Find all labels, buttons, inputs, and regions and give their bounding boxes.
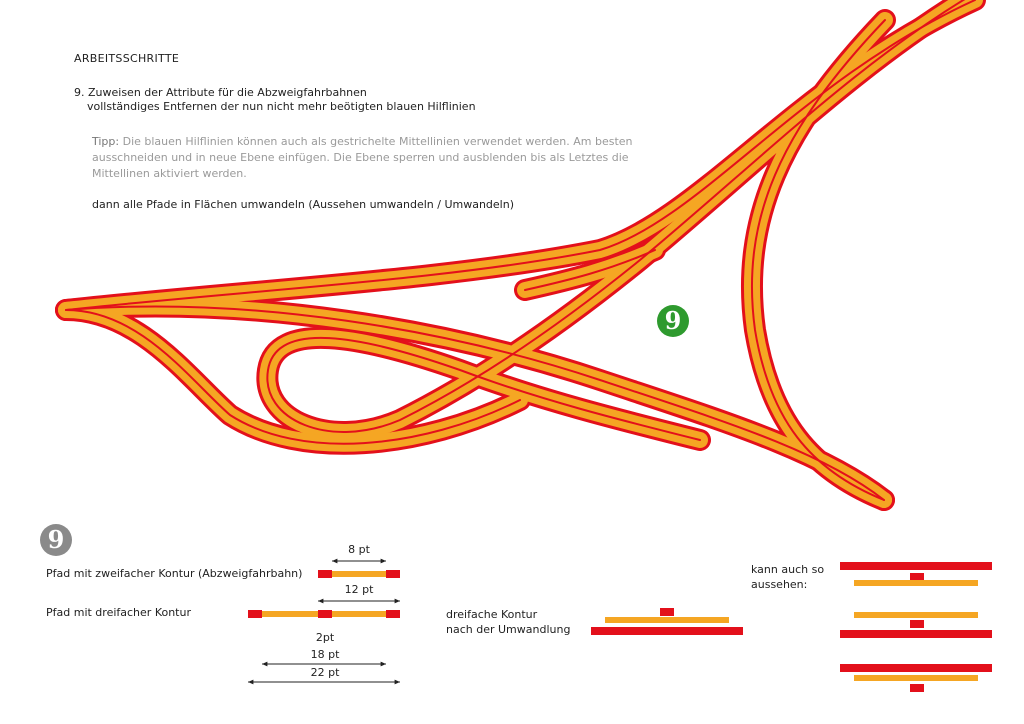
- legend-triple-contour: [248, 598, 400, 685]
- label-alternatives-line1: kann auch so: [751, 563, 825, 576]
- center-stub: [524, 249, 656, 291]
- tip-note: Tipp: Die blauen Hilflinien können auch …: [92, 134, 652, 182]
- alt2-orange: [854, 612, 978, 618]
- alt1-red-long: [840, 562, 992, 570]
- label-triple-contour: Pfad mit dreifacher Kontur: [46, 606, 191, 619]
- double-red-left: [318, 570, 332, 578]
- center-lower-arc: [65, 309, 521, 445]
- converted-red-small: [660, 608, 674, 616]
- alt3-red-small: [910, 684, 924, 692]
- triple-orange-left: [262, 611, 318, 617]
- label-12pt: 12 pt: [344, 583, 374, 596]
- center-loop: [266, 0, 966, 501]
- alt1-red-small: [910, 573, 924, 581]
- road-centerlines: [65, 0, 976, 501]
- step-nine-marker-diagram: 9: [657, 305, 689, 337]
- section-heading: ARBEITSSCHRITTE: [74, 52, 180, 65]
- double-red-right: [386, 570, 400, 578]
- converted-red-long: [591, 627, 743, 635]
- step-line-1: 9. Zuweisen der Attribute für die Abzwei…: [74, 86, 367, 99]
- triple-red-right: [386, 610, 400, 618]
- tip-label: Tipp:: [92, 135, 120, 148]
- legend-double-contour: [318, 558, 400, 578]
- label-converted-line2: nach der Umwandlung: [446, 623, 571, 636]
- legend-alternatives: [840, 562, 992, 692]
- step-description: 9. Zuweisen der Attribute für die Abzwei…: [74, 86, 476, 114]
- step-nine-marker-legend: 9: [40, 524, 72, 556]
- road-network: [55, 0, 986, 511]
- double-orange: [332, 571, 386, 577]
- alt3-orange: [854, 675, 978, 681]
- center-upper-branch: [65, 0, 976, 311]
- triple-orange-right: [332, 611, 386, 617]
- label-converted-line1: dreifache Kontur: [446, 608, 538, 621]
- instruction-convert: dann alle Pfade in Flächen umwandeln (Au…: [92, 198, 514, 211]
- label-22pt: 22 pt: [310, 666, 340, 679]
- step-line-2: vollständiges Entfernen der nun nicht me…: [87, 100, 476, 113]
- alt2-red-small: [910, 620, 924, 628]
- label-2pt: 2pt: [315, 631, 335, 644]
- alt3-red-long: [840, 664, 992, 672]
- center-main-diagonal: [65, 305, 885, 501]
- alt2-red-long: [840, 630, 992, 638]
- label-double-contour: Pfad mit zweifacher Kontur (Abzweigfahrb…: [46, 567, 303, 580]
- label-18pt: 18 pt: [310, 648, 340, 661]
- triple-red-center: [318, 610, 332, 618]
- tip-text: Die blauen Hilflinien können auch als ge…: [92, 135, 633, 180]
- label-alternatives: kann auch so aussehen:: [751, 562, 824, 592]
- alt1-orange: [854, 580, 978, 586]
- label-8pt: 8 pt: [348, 543, 370, 556]
- road-inner-fill: [58, 0, 983, 508]
- triple-red-left: [248, 610, 262, 618]
- converted-orange: [605, 617, 729, 623]
- legend-converted: [591, 608, 743, 635]
- label-alternatives-line2: aussehen:: [751, 578, 808, 591]
- label-converted: dreifache Kontur nach der Umwandlung: [446, 607, 570, 637]
